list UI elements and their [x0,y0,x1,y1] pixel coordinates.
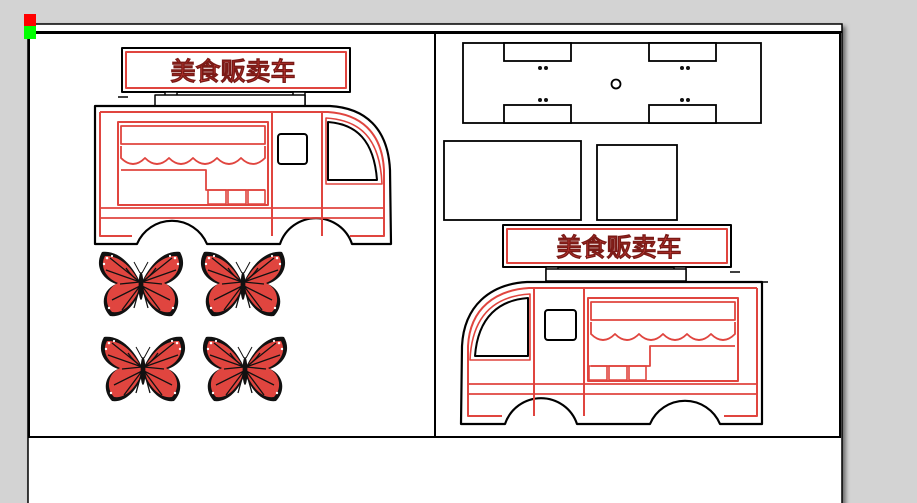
truck-roof-piece[interactable] [462,42,762,124]
food-truck-left[interactable] [93,47,393,246]
truck-sign-text-left: 美食贩卖车 [170,57,295,86]
roof-piece-holes [538,66,690,102]
food-truck-right[interactable] [459,224,768,426]
registration-marker-icon[interactable] [24,14,36,39]
panel-piece-small[interactable] [596,144,678,221]
truck-sign-text-right: 美食贩卖车 [556,233,681,262]
panel-piece-large[interactable] [443,140,582,221]
